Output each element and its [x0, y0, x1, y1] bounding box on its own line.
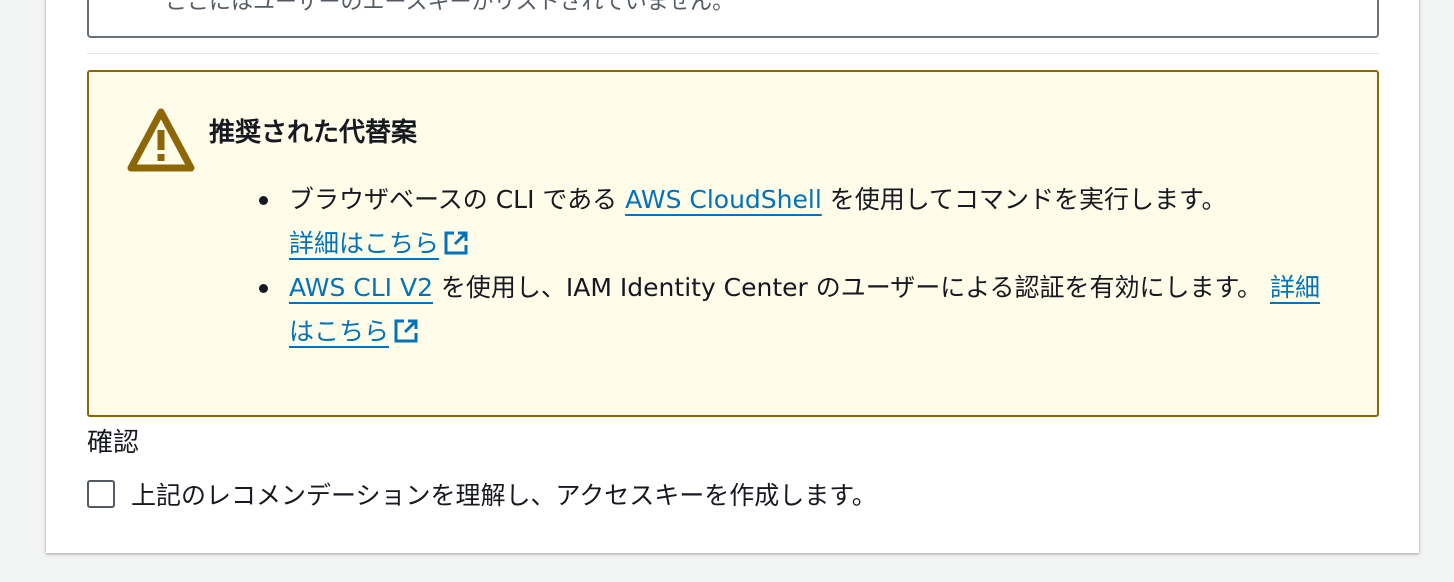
- aws-cli-v2-link[interactable]: AWS CLI V2: [289, 273, 433, 302]
- previous-section-box: ここにはユーザーのエースキーがリストされていません。: [87, 0, 1379, 38]
- confirmation-label: 確認: [87, 428, 140, 458]
- item-text-before: ブラウザベースの CLI である: [289, 185, 626, 214]
- divider: [87, 53, 1379, 54]
- list-item: ブラウザベースの CLI である AWS CloudShell を使用してコマン…: [249, 178, 1329, 266]
- learn-more-link[interactable]: 詳細はこちら: [289, 273, 1320, 346]
- previous-section-text: ここにはユーザーのエースキーがリストされていません。: [165, 0, 735, 15]
- bullet: [259, 196, 268, 205]
- confirmation-checkbox-label[interactable]: 上記のレコメンデーションを理解し、アクセスキーを作成します。: [131, 481, 877, 510]
- learn-more-link[interactable]: 詳細はこちら: [289, 229, 439, 258]
- learn-more-label: 詳細はこちら: [289, 273, 1320, 346]
- alert-title: 推奨された代替案: [209, 118, 418, 148]
- item-text-after: を使用し、IAM Identity Center のユーザーによる認証を有効にし…: [432, 273, 1263, 302]
- item-text-after: を使用してコマンドを実行します。: [821, 185, 1227, 214]
- bullet: [259, 284, 268, 293]
- warning-triangle-icon: [127, 108, 195, 172]
- form-panel: ここにはユーザーのエースキーがリストされていません。 推奨された代替案 ブラウザ…: [46, 0, 1419, 553]
- confirmation-checkbox[interactable]: [87, 480, 115, 508]
- external-link-icon[interactable]: [443, 230, 469, 256]
- cloudshell-link[interactable]: AWS CloudShell: [625, 185, 822, 214]
- list-item: AWS CLI V2 を使用し、IAM Identity Center のユーザ…: [249, 266, 1329, 354]
- external-link-icon[interactable]: [393, 318, 419, 344]
- confirmation-checkbox-row[interactable]: 上記のレコメンデーションを理解し、アクセスキーを作成します。: [87, 476, 877, 512]
- learn-more-label: 詳細はこちら: [289, 229, 440, 258]
- recommended-alternatives-alert: 推奨された代替案 ブラウザベースの CLI である AWS CloudShell…: [87, 70, 1379, 417]
- alternatives-list: ブラウザベースの CLI である AWS CloudShell を使用してコマン…: [249, 178, 1329, 354]
